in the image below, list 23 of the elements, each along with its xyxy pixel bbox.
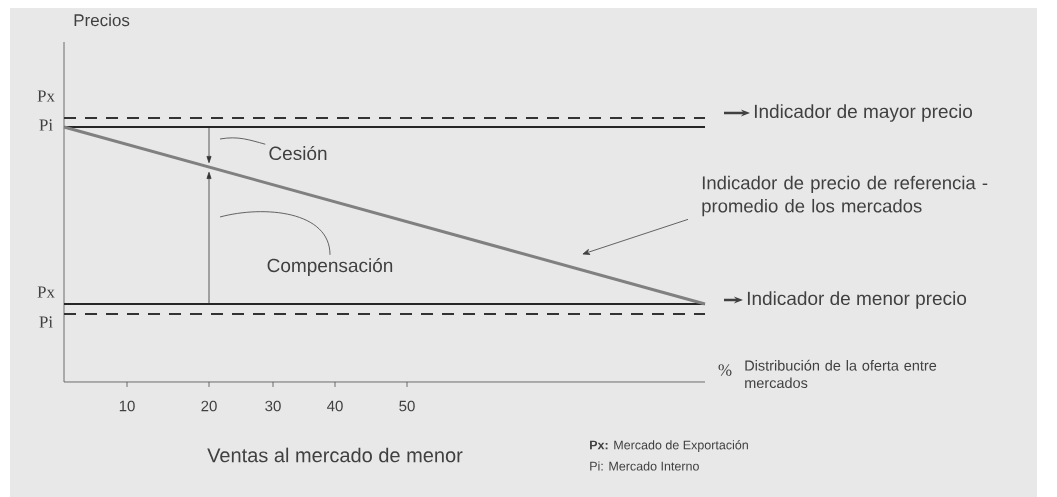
axis-title: Precios <box>74 13 130 27</box>
annotation-text: Compensación <box>267 258 393 276</box>
tick-label: 10 <box>119 400 135 412</box>
axis-label: Pi <box>39 316 53 328</box>
legend-note: Px: Mercado de Exportación <box>590 440 748 452</box>
unit-label: % <box>718 364 732 376</box>
axis-title: Distribución de la oferta entre mercados <box>745 359 937 389</box>
axis-label: Px <box>37 90 55 102</box>
axis-label: Pi <box>39 119 53 131</box>
tick-label: 20 <box>201 400 217 412</box>
annotation-text: Cesión <box>269 145 327 161</box>
leader-line <box>582 218 689 255</box>
legend-note: Pi: Mercado Interno <box>590 461 699 471</box>
tick-label: 40 <box>327 400 343 412</box>
tick-label: 50 <box>399 400 415 412</box>
annotation-text: Indicador de mayor precio <box>754 104 973 122</box>
tick-label: 30 <box>265 400 281 412</box>
axis-title: Ventas al mercado de menor <box>207 447 463 463</box>
leader-line <box>219 211 331 256</box>
axis-label: Px <box>37 286 55 298</box>
leader-line <box>219 137 266 145</box>
annotation-text: Indicador de precio de referencia - promedio de los mercados <box>702 175 988 217</box>
annotation-text: Indicador de menor precio <box>747 291 967 309</box>
